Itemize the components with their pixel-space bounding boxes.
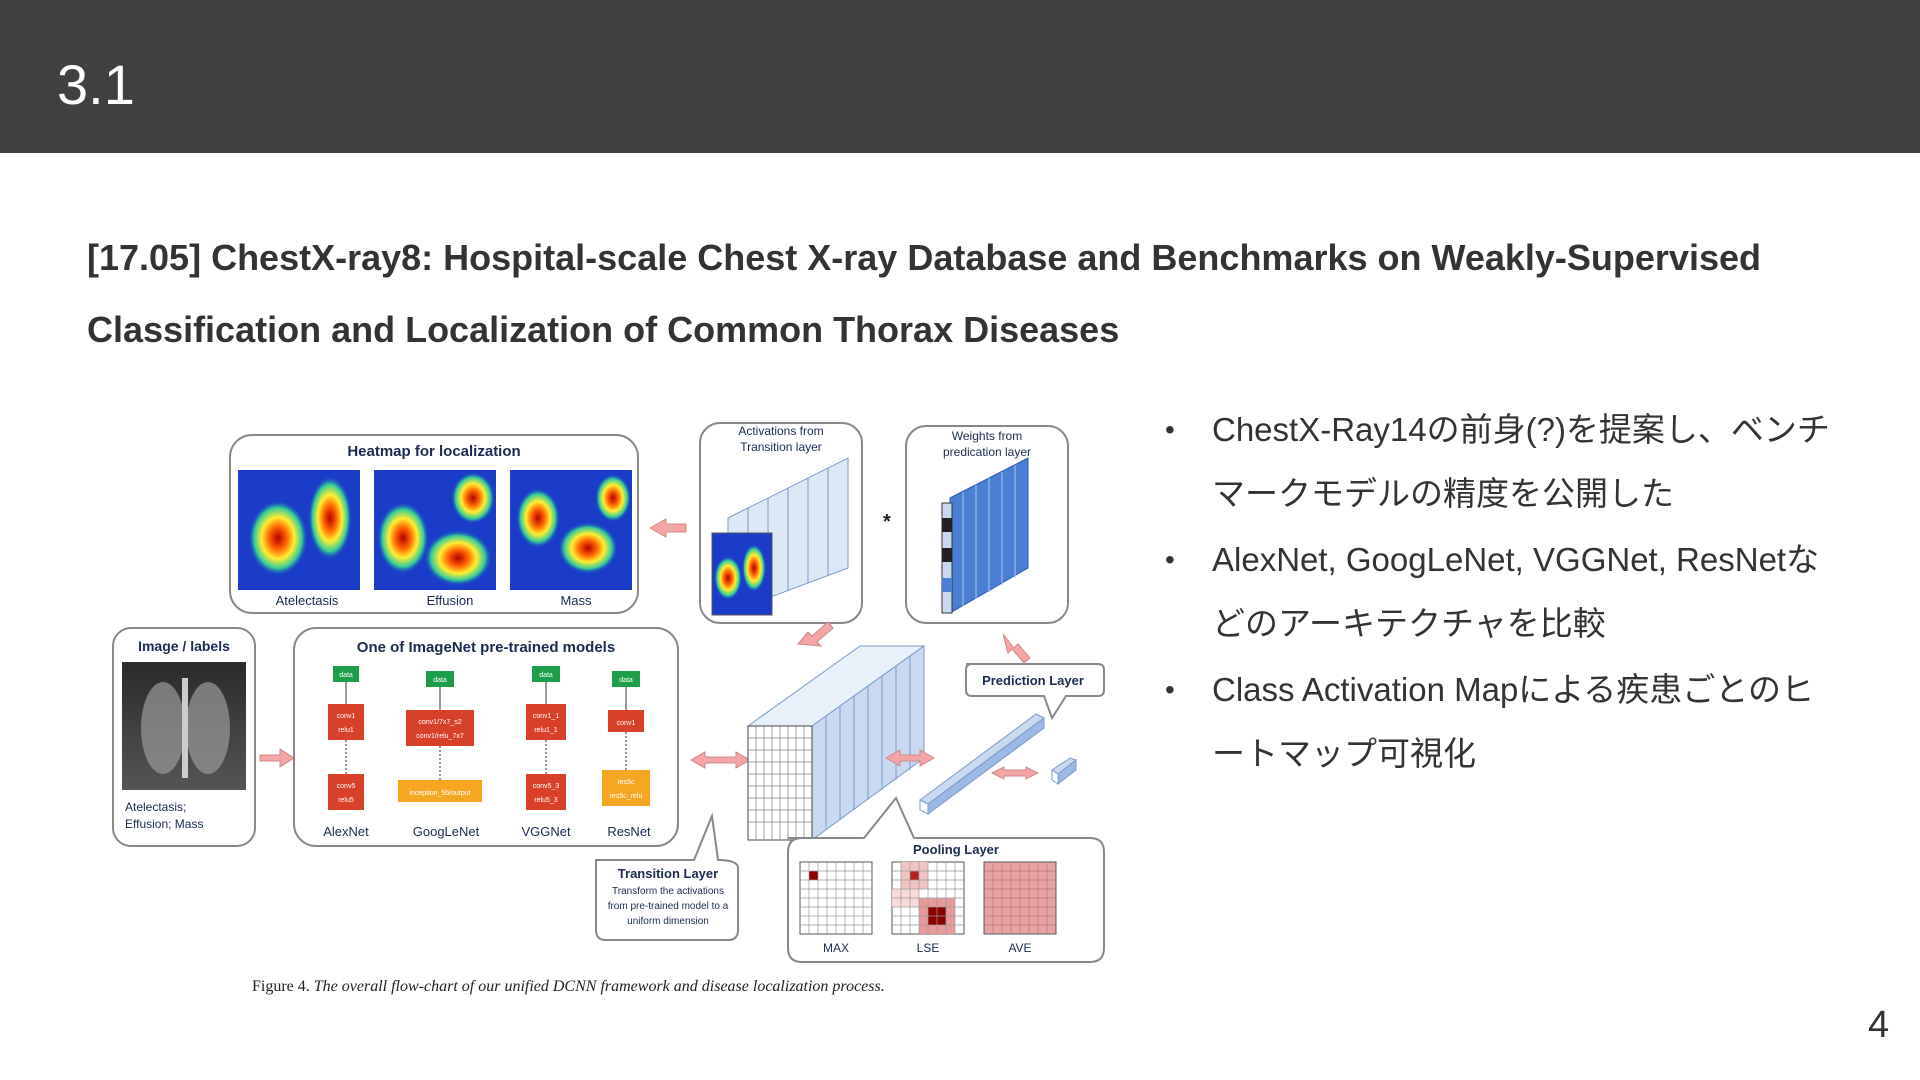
svg-text:conv1/relu_7x7: conv1/relu_7x7 (416, 733, 464, 740)
image-labels-caption-1: Atelectasis; (125, 800, 186, 814)
heatmap-title: Heatmap for localization (347, 443, 520, 460)
model-name-resnet: ResNet (607, 824, 651, 839)
model-name-vggnet: VGGNet (521, 824, 571, 839)
section-number: 3.1 (57, 53, 135, 116)
bullet-dot-icon: • (1165, 414, 1175, 445)
svg-text:conv5_3: conv5_3 (533, 783, 560, 790)
figure-caption: Figure 4. The overall flow-chart of our … (252, 978, 885, 996)
svg-text:conv5: conv5 (337, 783, 356, 790)
bullet-text: Class Activation Mapによる疾患ごとのヒートマップ可視化 (1212, 671, 1814, 772)
transition-layer-text-3: uniform dimension (627, 916, 709, 927)
image-labels-title: Image / labels (138, 638, 230, 654)
feature-cube (746, 645, 926, 841)
bullet-dot-icon: • (1165, 674, 1175, 705)
bullet-text: ChestX-Ray14の前身(?)を提案し、ベンチマークモデルの精度を公開した (1212, 411, 1830, 512)
prediction-layer-callout: Prediction Layer (965, 663, 1105, 721)
model-resnet: data conv1 res5c res5c_relu ResNet (602, 671, 651, 839)
models-panel: One of ImageNet pre-trained models data … (293, 627, 679, 847)
bullet-item: • Class Activation Mapによる疾患ごとのヒートマップ可視化 (1165, 658, 1845, 786)
arrow-activations-cube (797, 621, 834, 647)
svg-text:res5c_relu: res5c_relu (610, 793, 643, 800)
svg-text:conv1: conv1 (337, 713, 356, 720)
multiply-symbol: * (883, 511, 891, 533)
paper-title: [17.05] ChestX-ray8: Hospital-scale Ches… (87, 222, 1847, 366)
pooling-lse-grid: LSE (891, 861, 965, 955)
model-vggnet: data conv1_1 relu1_1 conv5_3 relu5_3 VGG… (521, 666, 571, 839)
transition-layer-text-2: from pre-trained model to a (608, 901, 729, 912)
model-alexnet: data conv1 relu1 conv5 relu5 AlexNet (323, 666, 369, 839)
figure-caption-label: Figure 4. (252, 978, 310, 995)
pooling-max-grid: MAX (799, 861, 873, 955)
transition-layer-text-1: Transform the activations (612, 886, 724, 897)
page-number: 4 (1868, 1004, 1890, 1046)
svg-text:relu1_1: relu1_1 (534, 727, 557, 734)
arrow-models-cube (689, 751, 752, 769)
arrow-weights-prediction (1002, 633, 1031, 664)
figure-flowchart: Heatmap for localization Atelectasis Eff… (108, 418, 1108, 1008)
models-title: One of ImageNet pre-trained models (357, 639, 615, 656)
bullet-list: • ChestX-Ray14の前身(?)を提案し、ベンチマークモデルの精度を公開し… (1165, 398, 1845, 788)
activations-label-1: Activations from (738, 424, 823, 438)
activations-label-2: Transition layer (740, 440, 822, 454)
model-name-googlenet: GoogLeNet (413, 824, 480, 839)
flowchart-svg: Heatmap for localization Atelectasis Eff… (112, 422, 1105, 963)
header-bar: 3.1 (0, 0, 1920, 153)
pooling-layer-title: Pooling Layer (913, 842, 999, 857)
svg-text:conv1_1: conv1_1 (533, 713, 560, 720)
weights-label-2: predication layer (943, 445, 1031, 459)
arrow-vector-output (990, 766, 1040, 780)
weights-panel: Weights from predication layer (905, 425, 1069, 624)
heatmap-label-3: Mass (560, 593, 592, 608)
activations-panel: Activations from Transition layer (699, 422, 863, 624)
arrow-image-models (259, 748, 295, 768)
heatmap-image-2 (374, 470, 496, 590)
pooled-vector (919, 713, 1045, 815)
image-labels-panel: Image / labels Atelectasis; Effusion; Ma… (112, 627, 256, 847)
weights-label-1: Weights from (952, 429, 1022, 443)
paper-title-line-2: Classification and Localization of Commo… (87, 309, 1120, 350)
figure-caption-text: The overall flow-chart of our unified DC… (313, 978, 885, 995)
svg-text:data: data (619, 677, 633, 684)
transition-layer-callout: Transition Layer Transform the activatio… (595, 812, 739, 941)
pooling-layer-panel: Pooling Layer MAX (787, 796, 1105, 963)
svg-text:relu5: relu5 (338, 797, 354, 804)
paper-title-line-1: [17.05] ChestX-ray8: Hospital-scale Ches… (87, 237, 1761, 278)
svg-text:res5c: res5c (617, 779, 635, 786)
heatmap-image-3 (510, 470, 632, 590)
svg-text:relu5_3: relu5_3 (534, 797, 557, 804)
svg-text:relu1: relu1 (338, 727, 354, 734)
model-googlenet: data conv1/7x7_s2 conv1/relu_7x7 incepti… (398, 671, 482, 839)
arrow-cube-pooling (884, 749, 936, 767)
output-vector (1051, 757, 1078, 786)
svg-text:conv1: conv1 (617, 720, 636, 727)
transition-layer-title: Transition Layer (618, 866, 718, 881)
heatmap-image-1 (238, 470, 360, 590)
heatmap-label-2: Effusion (427, 593, 474, 608)
heatmap-label-1: Atelectasis (276, 593, 339, 608)
pooling-lse-label: LSE (917, 941, 940, 955)
svg-text:data: data (433, 677, 447, 684)
svg-text:data: data (539, 672, 553, 679)
image-labels-caption-2: Effusion; Mass (125, 817, 203, 831)
bullet-item: • ChestX-Ray14の前身(?)を提案し、ベンチマークモデルの精度を公開し… (1165, 398, 1845, 526)
heatmap-panel: Heatmap for localization Atelectasis Eff… (229, 434, 639, 614)
bullet-item: • AlexNet, GoogLeNet, VGGNet, ResNetなどのアー… (1165, 528, 1845, 656)
model-name-alexnet: AlexNet (323, 824, 369, 839)
bullet-dot-icon: • (1165, 544, 1175, 575)
prediction-layer-label: Prediction Layer (982, 673, 1084, 688)
weights-grid (941, 457, 1029, 614)
bullet-text: AlexNet, GoogLeNet, VGGNet, ResNetなどのアーキ… (1212, 541, 1820, 642)
pooling-ave-grid: AVE (983, 861, 1057, 955)
svg-text:data: data (339, 672, 353, 679)
pooling-ave-label: AVE (1008, 941, 1031, 955)
arrow-heatmap-activations (648, 518, 687, 538)
svg-text:inception_5b/output: inception_5b/output (409, 790, 470, 797)
pooling-max-label: MAX (823, 941, 849, 955)
svg-text:conv1/7x7_s2: conv1/7x7_s2 (418, 719, 461, 726)
activations-stack (711, 457, 849, 616)
